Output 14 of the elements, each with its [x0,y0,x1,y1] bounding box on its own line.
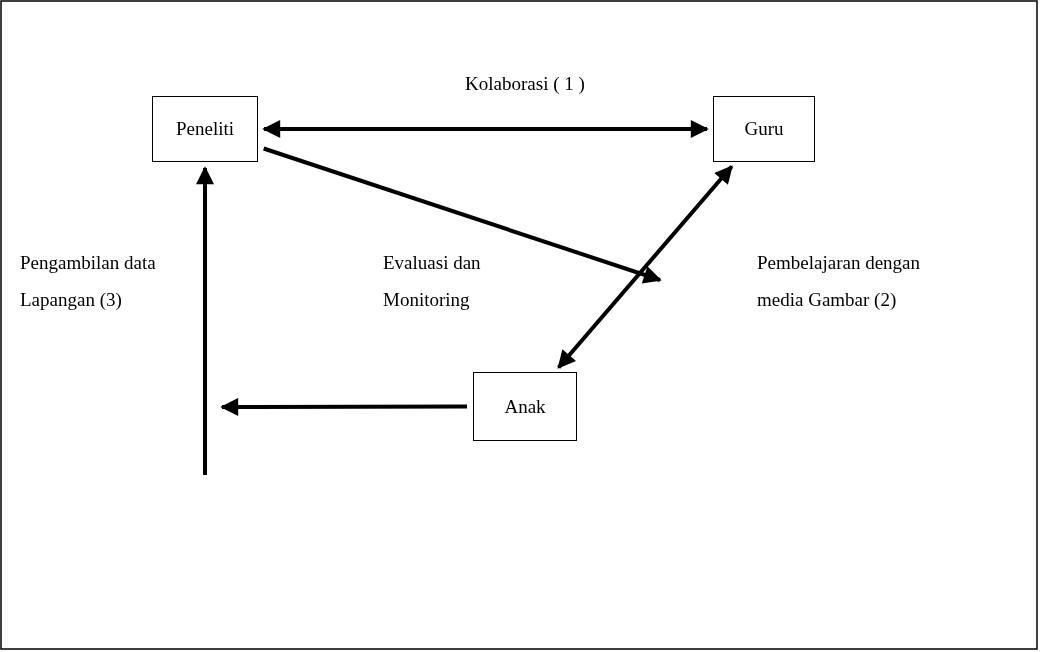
node-label: Peneliti [175,118,235,140]
process-box [713,96,815,162]
arrow [557,165,734,369]
annotation-text: Pengambilan data Lapangan (3) [20,251,157,312]
process-box [152,96,258,162]
annotation-text: Evaluasi dan Monitoring [383,251,482,312]
arrow [220,397,467,416]
arrow [196,166,214,475]
annotation-text: Pembelajaran dengan media Gambar (2) [757,251,921,312]
arrow [263,146,662,284]
node-label: Guru [744,118,784,140]
node-label: Anak [504,395,546,418]
arrow [262,120,709,138]
process-box [473,372,577,441]
